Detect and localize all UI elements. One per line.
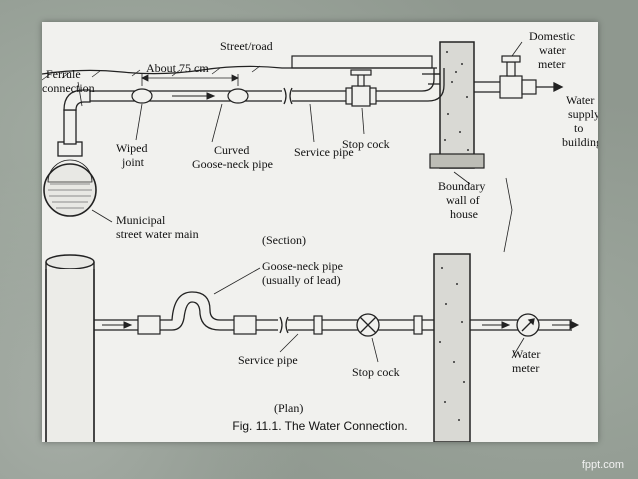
- leader-lines-plan: [213, 267, 525, 363]
- dimension-75cm: [141, 74, 239, 86]
- label-municipal-2: street water main: [116, 227, 199, 241]
- label-service-pipe-section: Service pipe: [294, 145, 354, 159]
- label-gooseneck-plan-1: Goose-neck pipe: [262, 259, 343, 273]
- street-water-main-section: [43, 159, 97, 217]
- water-supply-arrow: [536, 81, 564, 93]
- diagram-sheet: Street/road Domestic water meter Ferrule…: [42, 22, 598, 442]
- label-gooseneck-section: Goose-neck pipe: [192, 157, 273, 171]
- label-curved: Curved: [214, 143, 249, 157]
- road-slab: [291, 55, 433, 69]
- stop-cock-section: [345, 69, 377, 107]
- pipe-through-wall: [422, 73, 440, 85]
- label-water-supply-4: building: [562, 135, 598, 149]
- water-meter-plan: [516, 313, 540, 337]
- label-ferrule-2: connection: [42, 81, 95, 95]
- section-labels: Street/road Domestic water meter Ferrule…: [42, 29, 598, 247]
- brand-watermark: fppt.com: [581, 459, 624, 471]
- label-stop-cock-plan: Stop cock: [352, 365, 400, 379]
- label-domestic-meter-2: water: [539, 43, 566, 57]
- label-water-meter-1: Water: [512, 347, 540, 361]
- label-wiped-joint-2: joint: [121, 155, 145, 169]
- label-plan: (Plan): [274, 401, 303, 415]
- boundary-wall-plan: [433, 253, 471, 442]
- leader-lines-section: [77, 41, 523, 253]
- flow-arrow-plan: [102, 320, 580, 330]
- label-about-75cm: About 75 cm: [146, 61, 209, 75]
- label-water-meter-2: meter: [512, 361, 539, 375]
- label-ferrule-1: Ferrule: [46, 67, 81, 81]
- label-municipal-1: Municipal: [116, 213, 166, 227]
- label-wiped-joint-1: Wiped: [116, 141, 148, 155]
- label-domestic-meter-1: Domestic: [529, 29, 575, 43]
- label-section: (Section): [262, 233, 306, 247]
- stop-cock-plan: [356, 313, 380, 337]
- label-boundary-1: Boundary: [438, 179, 485, 193]
- figure-caption: Fig. 11.1. The Water Connection.: [232, 419, 408, 433]
- water-connection-diagram: Street/road Domestic water meter Ferrule…: [42, 29, 598, 442]
- label-street-road: Street/road: [220, 39, 273, 53]
- label-domestic-meter-3: meter: [538, 57, 565, 71]
- flow-arrow-section: [172, 92, 216, 100]
- label-boundary-2: wall of: [446, 193, 480, 207]
- wiped-joints: [131, 88, 249, 104]
- ferrule-connection: [57, 89, 91, 157]
- label-water-supply-1: Water: [566, 93, 594, 107]
- street-water-main-plan: [45, 254, 95, 442]
- domestic-meter-section: [499, 55, 537, 99]
- label-gooseneck-plan-2: (usually of lead): [262, 273, 341, 287]
- boundary-wall-section: [429, 41, 485, 169]
- plan-labels: Goose-neck pipe (usually of lead) Servic…: [238, 259, 540, 415]
- label-boundary-3: house: [450, 207, 478, 221]
- label-water-supply-2: supply: [568, 107, 598, 121]
- service-pipe-plan: [94, 291, 572, 334]
- label-water-supply-3: to: [574, 121, 583, 135]
- label-stop-cock-section: Stop cock: [342, 137, 390, 151]
- label-service-pipe-plan: Service pipe: [238, 353, 298, 367]
- service-pipe-section: [90, 68, 502, 105]
- fittings-plan: [137, 315, 423, 335]
